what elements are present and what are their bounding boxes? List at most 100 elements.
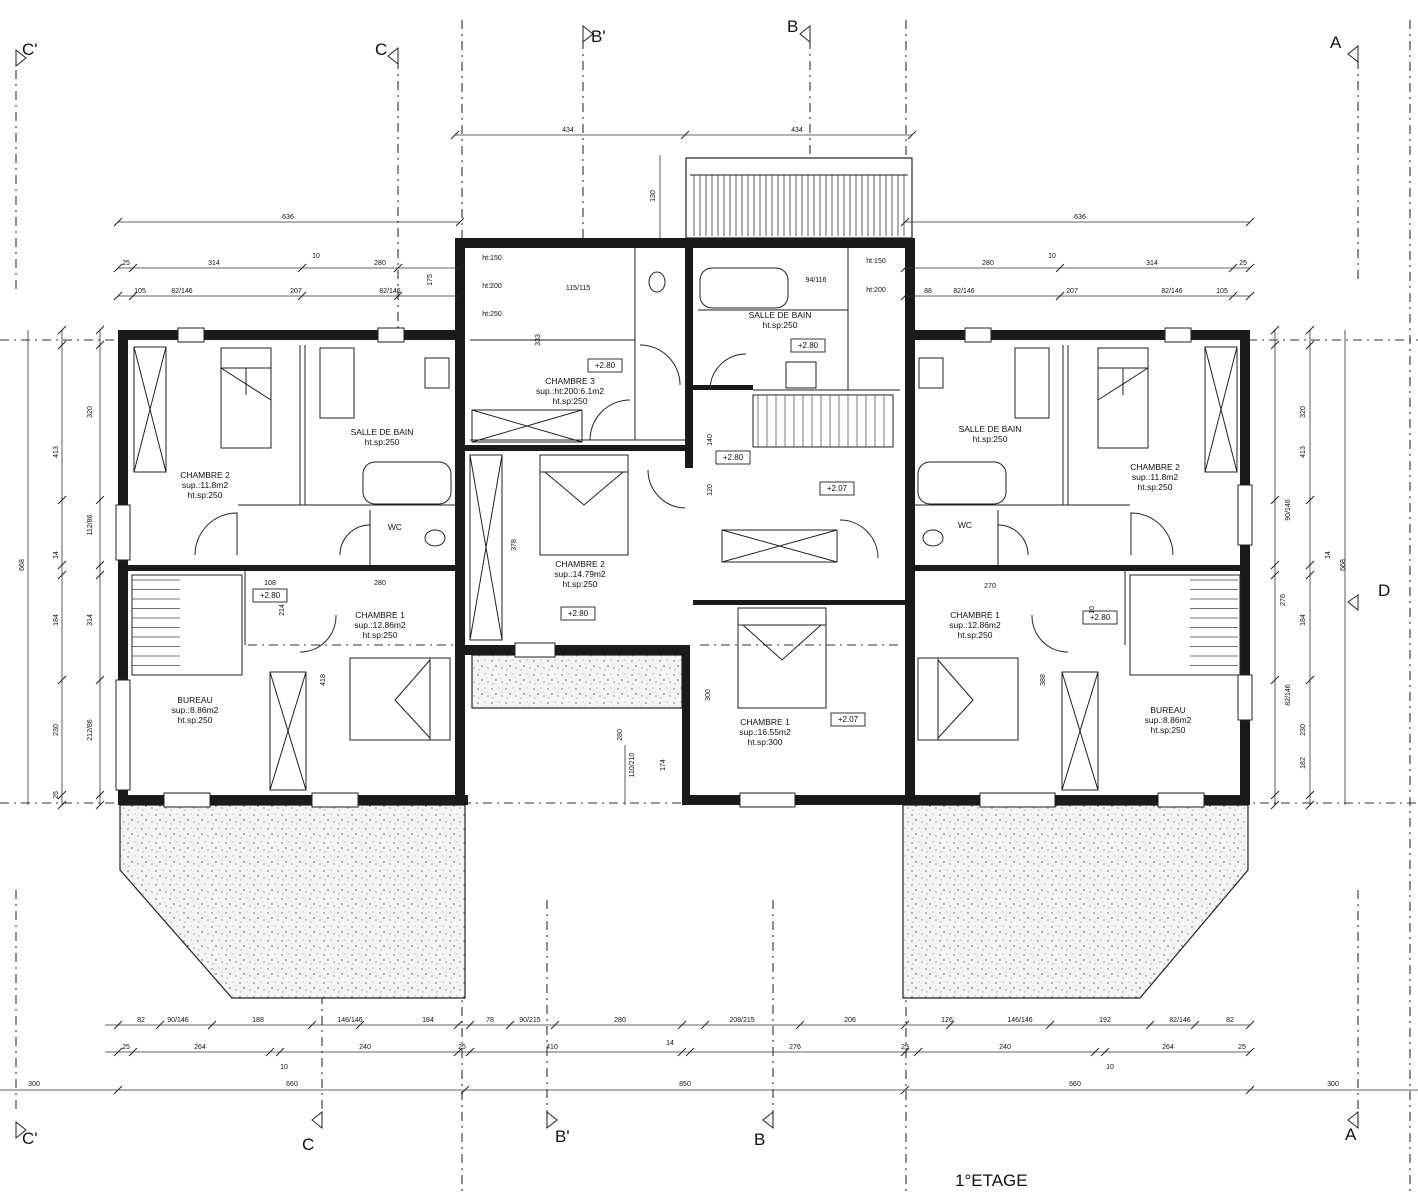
dimension-tick — [297, 291, 307, 301]
dimension-ticks — [57, 130, 1315, 1095]
dimension-text: ht:150 — [482, 255, 502, 262]
dimension-tick — [207, 1020, 217, 1030]
dimension-text: 25 — [1238, 1044, 1246, 1051]
dimension-text: 214 — [279, 604, 286, 616]
dimension-tick — [57, 340, 67, 350]
dimension-text: 230 — [53, 724, 60, 736]
room-label: ht.sp:250 — [763, 320, 798, 330]
room-label: SALLE DE BAIN — [959, 424, 1022, 434]
dimension-tick — [57, 325, 67, 335]
room-label: ht.sp:250 — [1138, 482, 1173, 492]
dimension-text: 413 — [1300, 446, 1307, 458]
dimension-text: 126 — [941, 1017, 953, 1024]
room-label: ht.sp:250 — [973, 434, 1008, 444]
level-marks: +2.80+2.80+2.80+2.80+2.80+2.07+2.07+2.80 — [252, 338, 1118, 727]
dimension-tick — [1245, 263, 1255, 273]
dimension-text: ht:200 — [482, 283, 502, 290]
dimension-text: 112/86 — [87, 514, 94, 535]
dimension-text: 192 — [1099, 1017, 1111, 1024]
dimension-tick — [1045, 1020, 1055, 1030]
dimension-text: 10 — [1048, 253, 1056, 260]
dimension-tick — [1305, 790, 1315, 800]
dimension-text: 82 — [1226, 1017, 1234, 1024]
dimension-tick — [57, 790, 67, 800]
dimension-text: 78 — [486, 1017, 494, 1024]
room-label: CHAMBRE 1 — [740, 717, 790, 727]
dimension-tick — [1245, 1047, 1255, 1057]
dimension-text: 82/146 — [1285, 684, 1292, 706]
room-label: WC — [958, 520, 972, 530]
dimension-text: 120 — [707, 484, 714, 496]
dimension-tick — [355, 1020, 365, 1030]
section-label: D — [1378, 581, 1390, 600]
dimension-text: 240 — [999, 1044, 1011, 1051]
section-label: B' — [555, 1127, 570, 1146]
dimension-text: 207 — [290, 288, 302, 295]
dimension-tick — [393, 263, 403, 273]
dimension-text: 10 — [1106, 1064, 1114, 1071]
dimension-text: 434 — [562, 127, 574, 134]
dimension-text: 88 — [924, 288, 932, 295]
dimension-text: 82/146 — [1169, 1017, 1191, 1024]
dimension-text: 25 — [901, 1044, 909, 1051]
dimension-tick — [393, 291, 403, 301]
dimension-tick — [700, 1020, 710, 1030]
dimension-tick — [1270, 340, 1280, 350]
dimension-text: ht:200 — [866, 287, 886, 294]
dimension-tick — [1055, 263, 1065, 273]
room-label: CHAMBRE 1 — [950, 610, 1000, 620]
room-label: sup.:14.79m2 — [554, 569, 606, 579]
dimension-tick — [128, 263, 138, 273]
dimension-tick — [57, 800, 67, 810]
dimension-tick — [95, 675, 105, 685]
section-label: A — [1330, 33, 1342, 52]
room-label: BUREAU — [177, 695, 212, 705]
dimension-text: 14 — [53, 551, 60, 559]
dimension-text: 320 — [1300, 406, 1307, 418]
dimension-tick — [913, 1047, 923, 1057]
level-box — [252, 588, 288, 603]
dimension-tick — [505, 1020, 515, 1030]
room-label: ht.sp:250 — [563, 579, 598, 589]
dimension-text: 206 — [844, 1017, 856, 1024]
dimension-text: 668 — [19, 559, 26, 571]
dimension-tick — [900, 1020, 910, 1030]
dimension-text: 660 — [1069, 1081, 1081, 1088]
dimension-tick — [907, 130, 917, 140]
dimension-tick — [1090, 1047, 1100, 1057]
dimension-text: 146/146 — [337, 1017, 362, 1024]
dimension-tick — [1270, 675, 1280, 685]
wardrobes — [133, 346, 1238, 791]
dimension-tick — [455, 217, 465, 227]
dimension-tick — [113, 1047, 123, 1057]
level-box — [830, 712, 866, 727]
dimension-text: 314 — [208, 260, 220, 267]
room-label: sup.:16.55m2 — [739, 727, 791, 737]
section-markers — [15, 24, 1359, 1140]
level-mark: +2.80 — [595, 361, 616, 370]
dimension-text: 25 — [458, 1044, 466, 1051]
dimension-tick — [900, 263, 910, 273]
level-box — [1082, 610, 1118, 625]
room-label: ht.sp:250 — [178, 715, 213, 725]
section-label: C' — [22, 1129, 38, 1148]
dimension-tick — [1228, 263, 1238, 273]
level-mark: +2.80 — [1090, 613, 1111, 622]
room-label: ht.sp:250 — [365, 437, 400, 447]
dimension-tick — [455, 263, 465, 273]
dimension-tick — [1305, 570, 1315, 580]
dimension-tick — [95, 790, 105, 800]
dimension-tick — [900, 1085, 910, 1095]
dimension-text: 188 — [252, 1017, 264, 1024]
room-label: ht.sp:300 — [748, 737, 783, 747]
section-label: C' — [22, 40, 38, 59]
section-labels: C' C B' B A D C' C B' B A — [22, 17, 1390, 1154]
level-mark: +2.80 — [568, 609, 589, 618]
dimension-tick — [155, 1020, 165, 1030]
dimension-text: 14 — [1325, 551, 1332, 559]
room-label: ht.sp:250 — [363, 630, 398, 640]
room-label: BUREAU — [1150, 705, 1185, 715]
room-label: ht.sp:250 — [1151, 725, 1186, 735]
